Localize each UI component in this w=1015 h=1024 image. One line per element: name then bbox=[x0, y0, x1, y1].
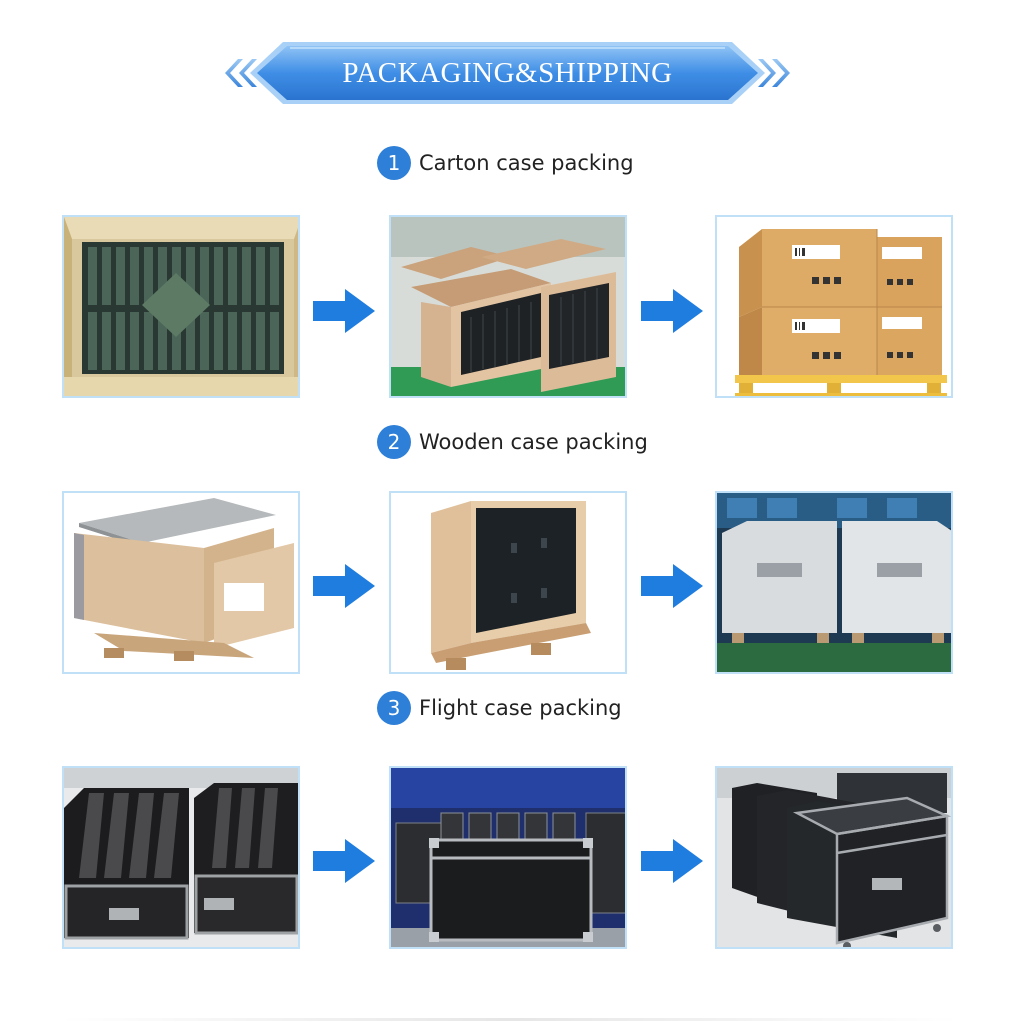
cartons-on-pallet-photo bbox=[715, 215, 953, 398]
section-label: Flight case packing bbox=[419, 696, 622, 720]
section-label: Wooden case packing bbox=[419, 430, 648, 454]
row-of-flight-cases-photo bbox=[715, 766, 953, 949]
step-number-badge: 3 bbox=[377, 691, 411, 725]
closed-crates-warehouse-photo bbox=[715, 491, 953, 674]
arrow-right-icon bbox=[641, 289, 703, 333]
crate-with-screen-photo bbox=[389, 491, 627, 674]
section-heading-wooden: 2 Wooden case packing bbox=[377, 424, 648, 460]
section-heading-flight: 3 Flight case packing bbox=[377, 690, 622, 726]
banner-title: PACKAGING&SHIPPING bbox=[342, 56, 673, 89]
carton-panels-photo bbox=[62, 215, 300, 398]
arrow-right-icon bbox=[641, 564, 703, 608]
arrow-right-icon bbox=[313, 564, 375, 608]
step-number-badge: 2 bbox=[377, 425, 411, 459]
arrow-right-icon bbox=[313, 289, 375, 333]
flight-case-with-panels-photo bbox=[389, 766, 627, 949]
open-flight-cases-photo bbox=[62, 766, 300, 949]
section-label: Carton case packing bbox=[419, 151, 634, 175]
packaging-shipping-banner: PACKAGING&SHIPPING bbox=[205, 40, 810, 106]
footer-divider bbox=[60, 1018, 960, 1021]
step-number-badge: 1 bbox=[377, 146, 411, 180]
section-heading-carton: 1 Carton case packing bbox=[377, 145, 634, 181]
open-wooden-crate-photo bbox=[62, 491, 300, 674]
open-cartons-photo bbox=[389, 215, 627, 398]
arrow-right-icon bbox=[641, 839, 703, 883]
banner-shape bbox=[225, 42, 790, 104]
right-chevrons-icon bbox=[758, 59, 790, 87]
arrow-right-icon bbox=[313, 839, 375, 883]
left-chevrons-icon bbox=[225, 59, 257, 87]
